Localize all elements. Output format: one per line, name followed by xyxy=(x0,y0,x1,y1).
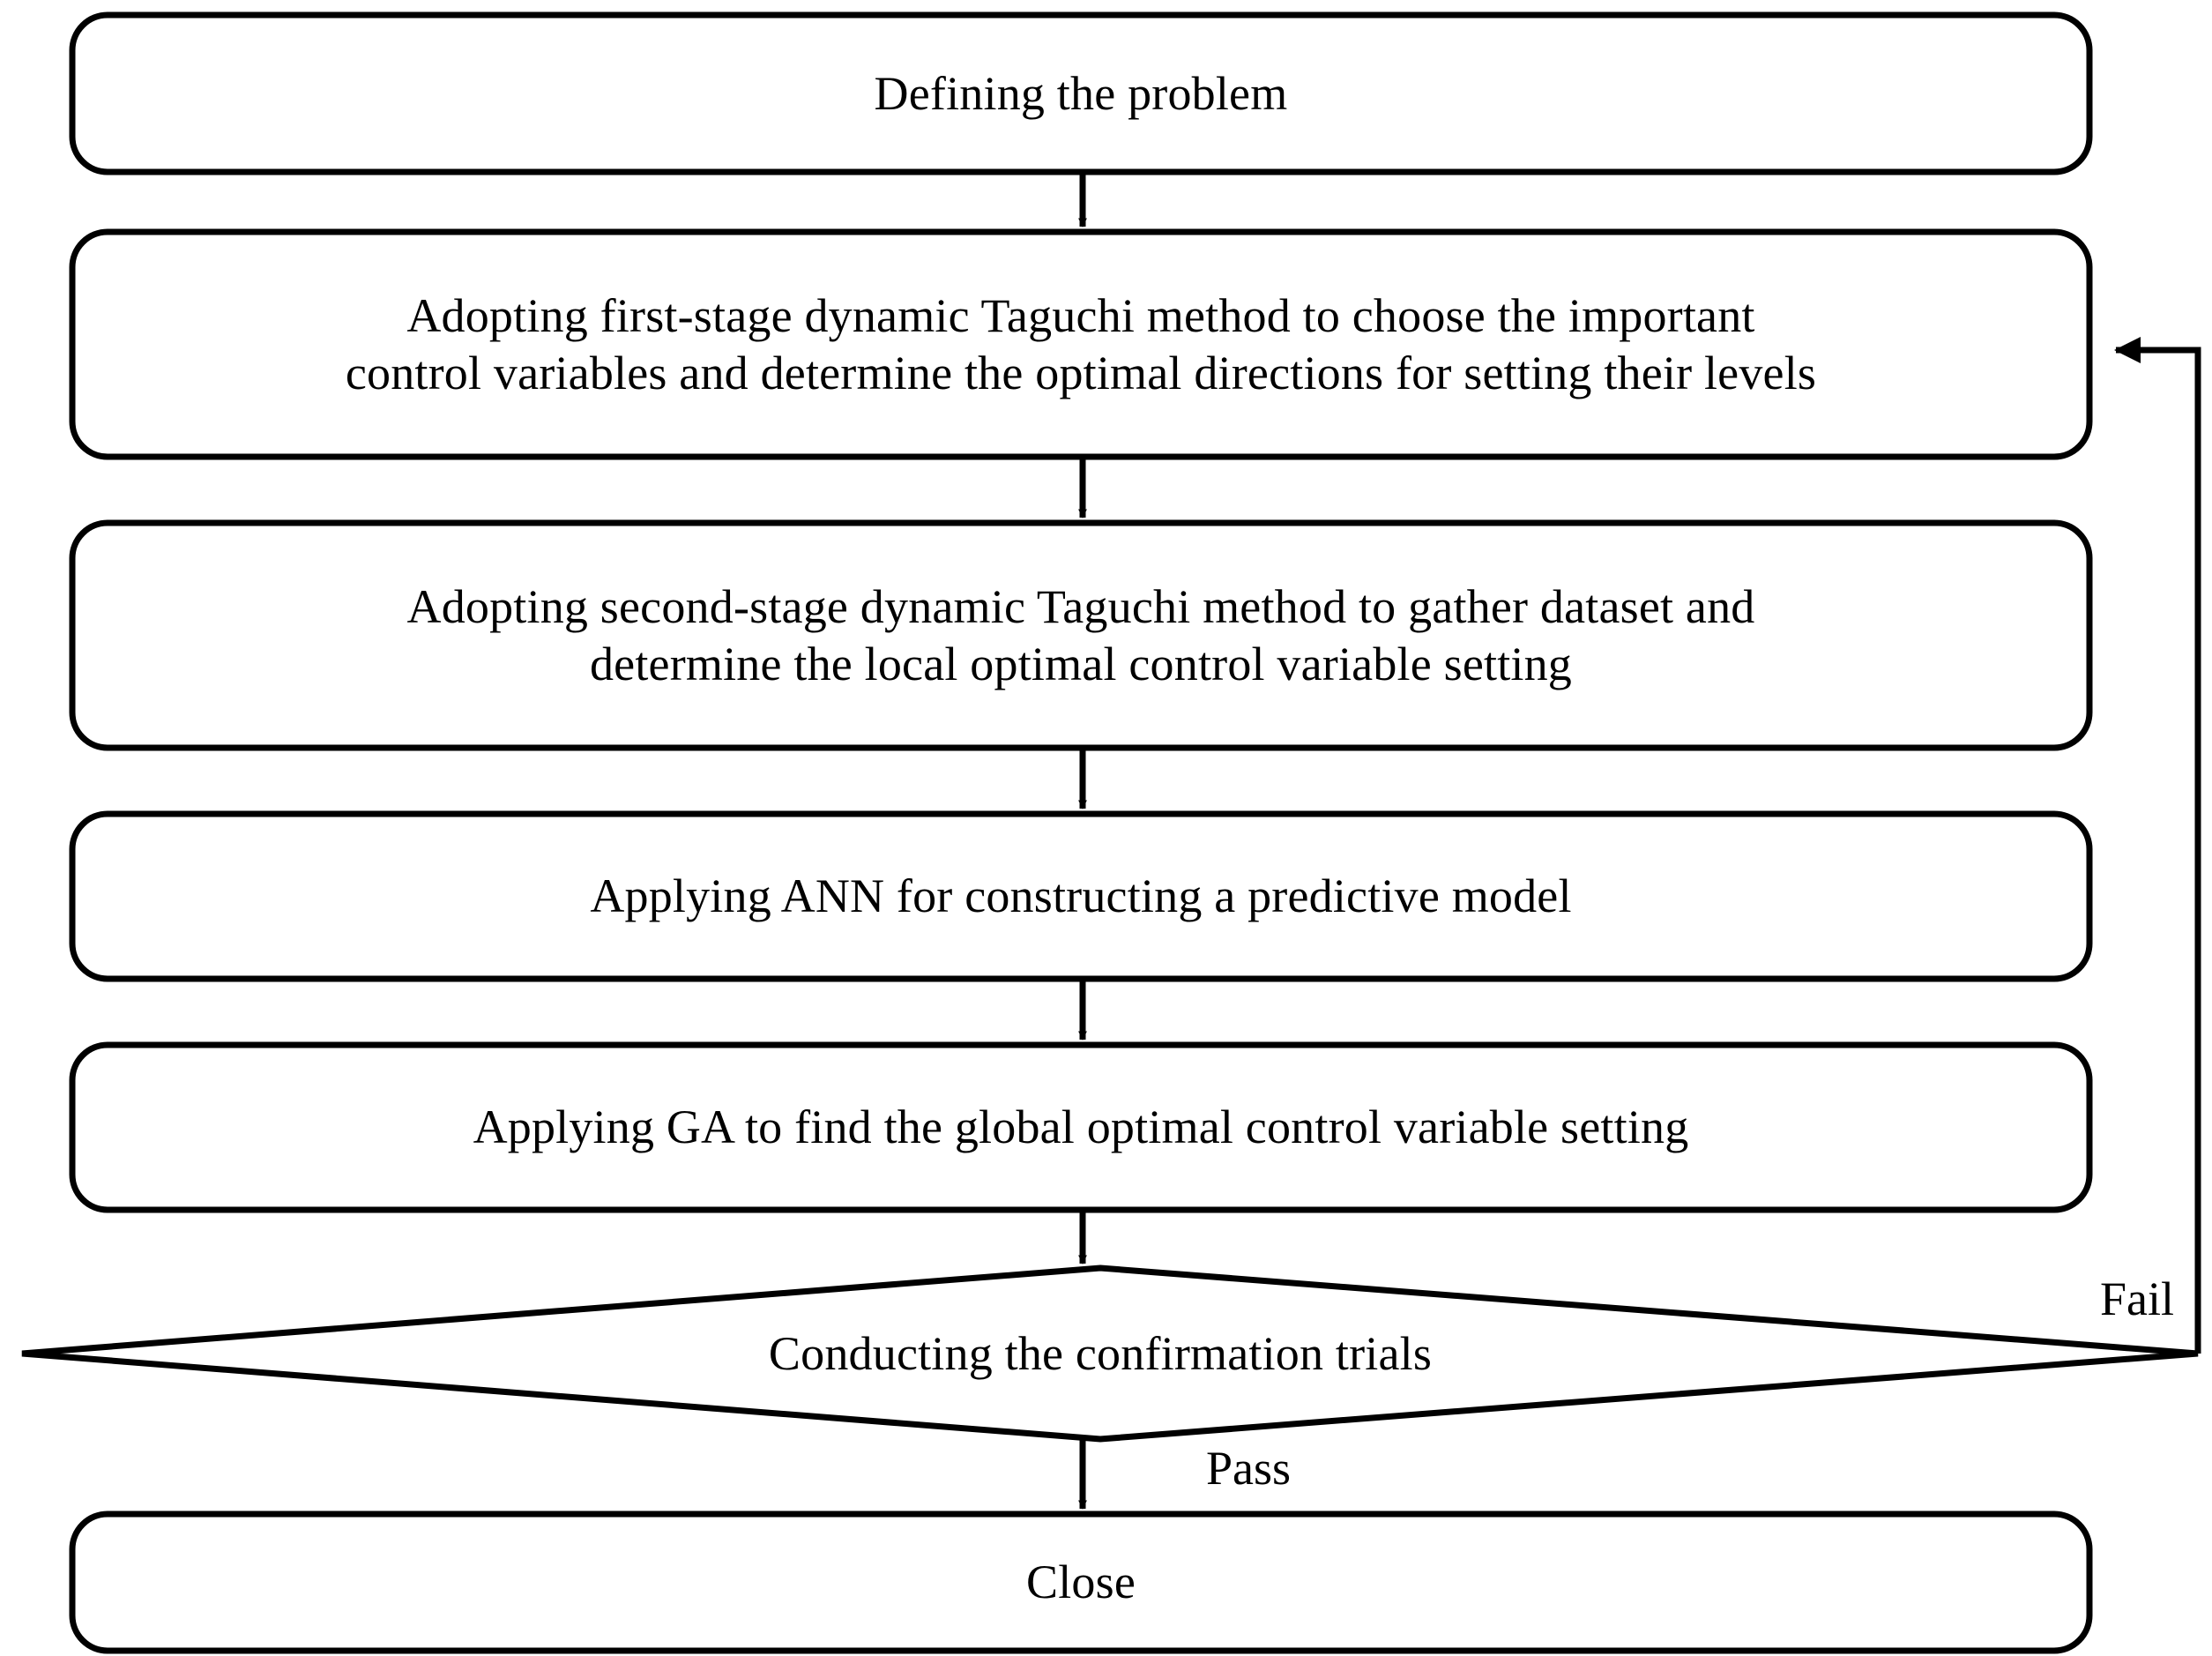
node-shape-confirmation[interactable] xyxy=(21,1264,2199,1443)
edge-confirmation-fail-to-first-stage xyxy=(2114,337,2201,1354)
edge-label-fail: Fail xyxy=(2100,1272,2175,1325)
node-shape-second-stage-taguchi[interactable] xyxy=(69,519,2093,751)
node-shape-define[interactable] xyxy=(69,11,2093,175)
node-shape-close[interactable] xyxy=(69,1511,2093,1654)
node-shape-ga[interactable] xyxy=(69,1041,2093,1213)
node-shape-ann[interactable] xyxy=(69,810,2093,982)
node-shape-first-stage-taguchi[interactable] xyxy=(69,228,2093,460)
edge-label-pass: Pass xyxy=(1206,1442,1292,1495)
